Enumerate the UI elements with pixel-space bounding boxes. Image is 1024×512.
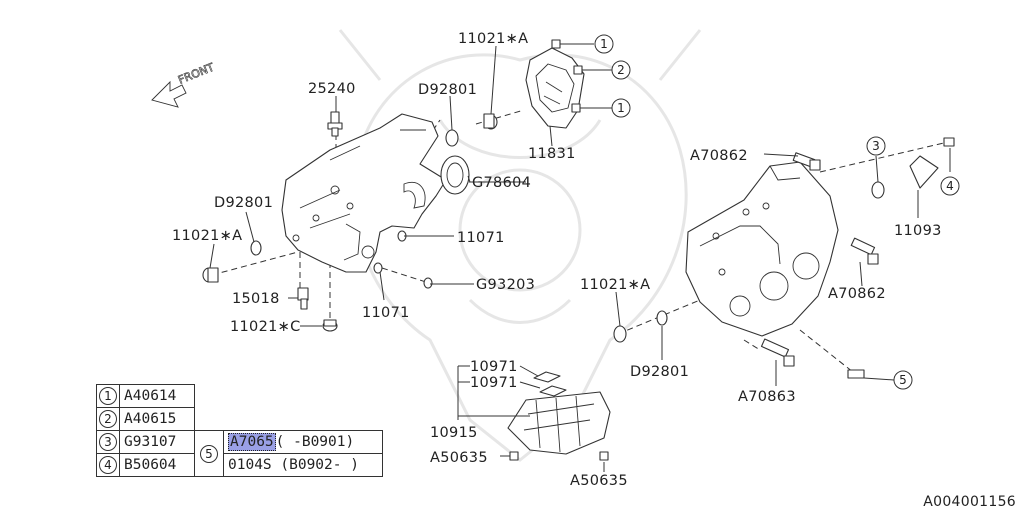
label-11071-right: 11071 — [457, 230, 505, 246]
callout-1-top: 1 — [594, 34, 614, 54]
label-10915: 10915 — [430, 425, 478, 441]
oil-baffle-10915 — [507, 371, 611, 461]
label-11021a-top: 11021∗A — [458, 31, 528, 47]
legend-item5-line2: 0104S (B0902- ) — [223, 453, 383, 477]
cover-plate-11831 — [525, 39, 612, 129]
label-g78604: G78604 — [472, 175, 531, 191]
label-d92801-top: D92801 — [418, 82, 477, 98]
label-10971-a: 10971 — [470, 359, 518, 375]
legend-table: 1 A40614 2 A40615 3 G93107 5 A7065( -B09… — [96, 384, 383, 477]
label-15018: 15018 — [232, 291, 280, 307]
legend-code: A40615 — [119, 407, 195, 431]
label-11093: 11093 — [894, 223, 942, 239]
label-d92801-left: D92801 — [214, 195, 273, 211]
part-labels: 11021∗A 25240 D92801 G78604 11831 D92801… — [172, 31, 942, 489]
right-small-parts — [613, 137, 955, 379]
label-a70863: A70863 — [738, 389, 796, 405]
legend-code: A40614 — [119, 384, 195, 408]
label-a50635-right: A50635 — [570, 473, 628, 489]
reference-id: A004001156 — [923, 494, 1016, 510]
svg-text:1: 1 — [617, 101, 625, 115]
callout-2: 2 — [611, 60, 631, 80]
label-a70862-right: A70862 — [828, 286, 886, 302]
legend-number: 2 — [99, 410, 117, 428]
label-25240: 25240 — [308, 81, 356, 97]
label-11021a-left: 11021∗A — [172, 228, 242, 244]
legend-number-5: 5 — [200, 444, 218, 463]
callout-1-mid: 1 — [611, 98, 631, 118]
legend-code: G93107 — [119, 430, 195, 454]
legend-number: 1 — [99, 387, 117, 405]
legend-row: 3 G93107 5 A7065( -B0901) — [96, 430, 383, 477]
label-a70862-top: A70862 — [690, 148, 748, 164]
svg-text:5: 5 — [899, 373, 907, 387]
front-arrow-icon: FRONT — [151, 60, 217, 108]
label-11071-bottom: 11071 — [362, 305, 410, 321]
legend-code: B50604 — [119, 453, 195, 477]
legend-row: 1 A40614 — [96, 384, 383, 408]
front-label: FRONT — [176, 61, 216, 87]
label-d92801-right: D92801 — [630, 364, 689, 380]
label-11021c: 11021∗C — [230, 319, 301, 335]
legend-row: 2 A40615 — [96, 407, 383, 431]
label-a50635-left: A50635 — [430, 450, 488, 466]
legend-number: 4 — [99, 456, 117, 474]
legend-item5-range: ( -B0901) — [275, 434, 355, 450]
svg-text:3: 3 — [872, 139, 880, 153]
callout-3: 3 — [866, 136, 886, 156]
svg-text:1: 1 — [600, 37, 608, 51]
legend-number: 3 — [99, 433, 117, 451]
legend-item5-line1: A7065( -B0901) — [223, 430, 383, 454]
callout-circles: 1 2 1 3 4 5 — [594, 34, 960, 390]
svg-text:4: 4 — [946, 179, 954, 193]
label-11831: 11831 — [528, 146, 576, 162]
label-g93203: G93203 — [476, 277, 535, 293]
label-11021a-right: 11021∗A — [580, 277, 650, 293]
label-10971-b: 10971 — [470, 375, 518, 391]
left-housing — [281, 113, 447, 273]
leader-lines — [209, 45, 951, 472]
svg-text:2: 2 — [617, 63, 625, 77]
left-small-parts — [202, 111, 498, 332]
callout-4: 4 — [940, 176, 960, 196]
watermark-emblem — [338, 29, 702, 462]
legend-row: 4 B50604 0104S (B0902- ) — [96, 453, 383, 477]
highlighted-part-code[interactable]: A7065 — [228, 433, 276, 451]
callout-5: 5 — [893, 370, 913, 390]
right-housing — [685, 161, 839, 337]
